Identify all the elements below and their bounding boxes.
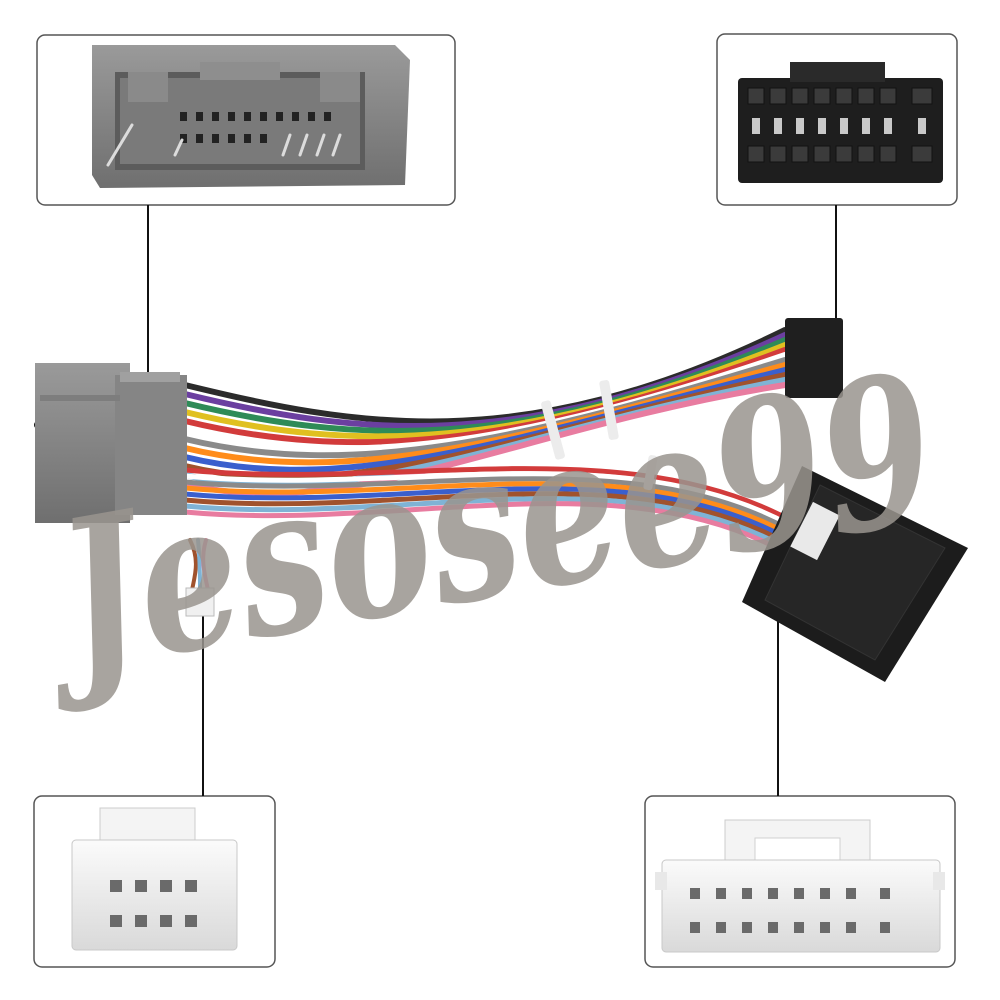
wire-strand	[182, 501, 793, 558]
small-white-connector-detail	[71, 807, 238, 951]
main-small-white-plug	[185, 587, 215, 617]
black-connector-detail	[738, 62, 943, 183]
wire-strand	[182, 476, 793, 533]
main-black-connector	[785, 318, 843, 398]
large-white-connector-detail	[655, 819, 945, 953]
wire-strand	[182, 491, 793, 548]
wire-strand	[182, 496, 793, 553]
gray-connector-callout	[36, 34, 456, 206]
black-connector-callout	[716, 33, 958, 206]
gray-connector-detail	[92, 45, 410, 188]
wire-strand	[182, 481, 793, 538]
wire-strand	[201, 538, 210, 592]
large-white-connector-callout	[644, 795, 956, 968]
wire-strand	[182, 471, 793, 528]
main-gray-connector	[35, 363, 187, 523]
wire-strand	[188, 538, 198, 592]
wire-bundle	[182, 327, 793, 592]
wire-strand	[196, 538, 202, 592]
cable-ties	[541, 380, 658, 491]
wire-strand	[182, 466, 793, 523]
small-white-connector-callout	[33, 795, 276, 968]
wire-strand	[182, 486, 793, 543]
canbus-module	[742, 466, 968, 682]
